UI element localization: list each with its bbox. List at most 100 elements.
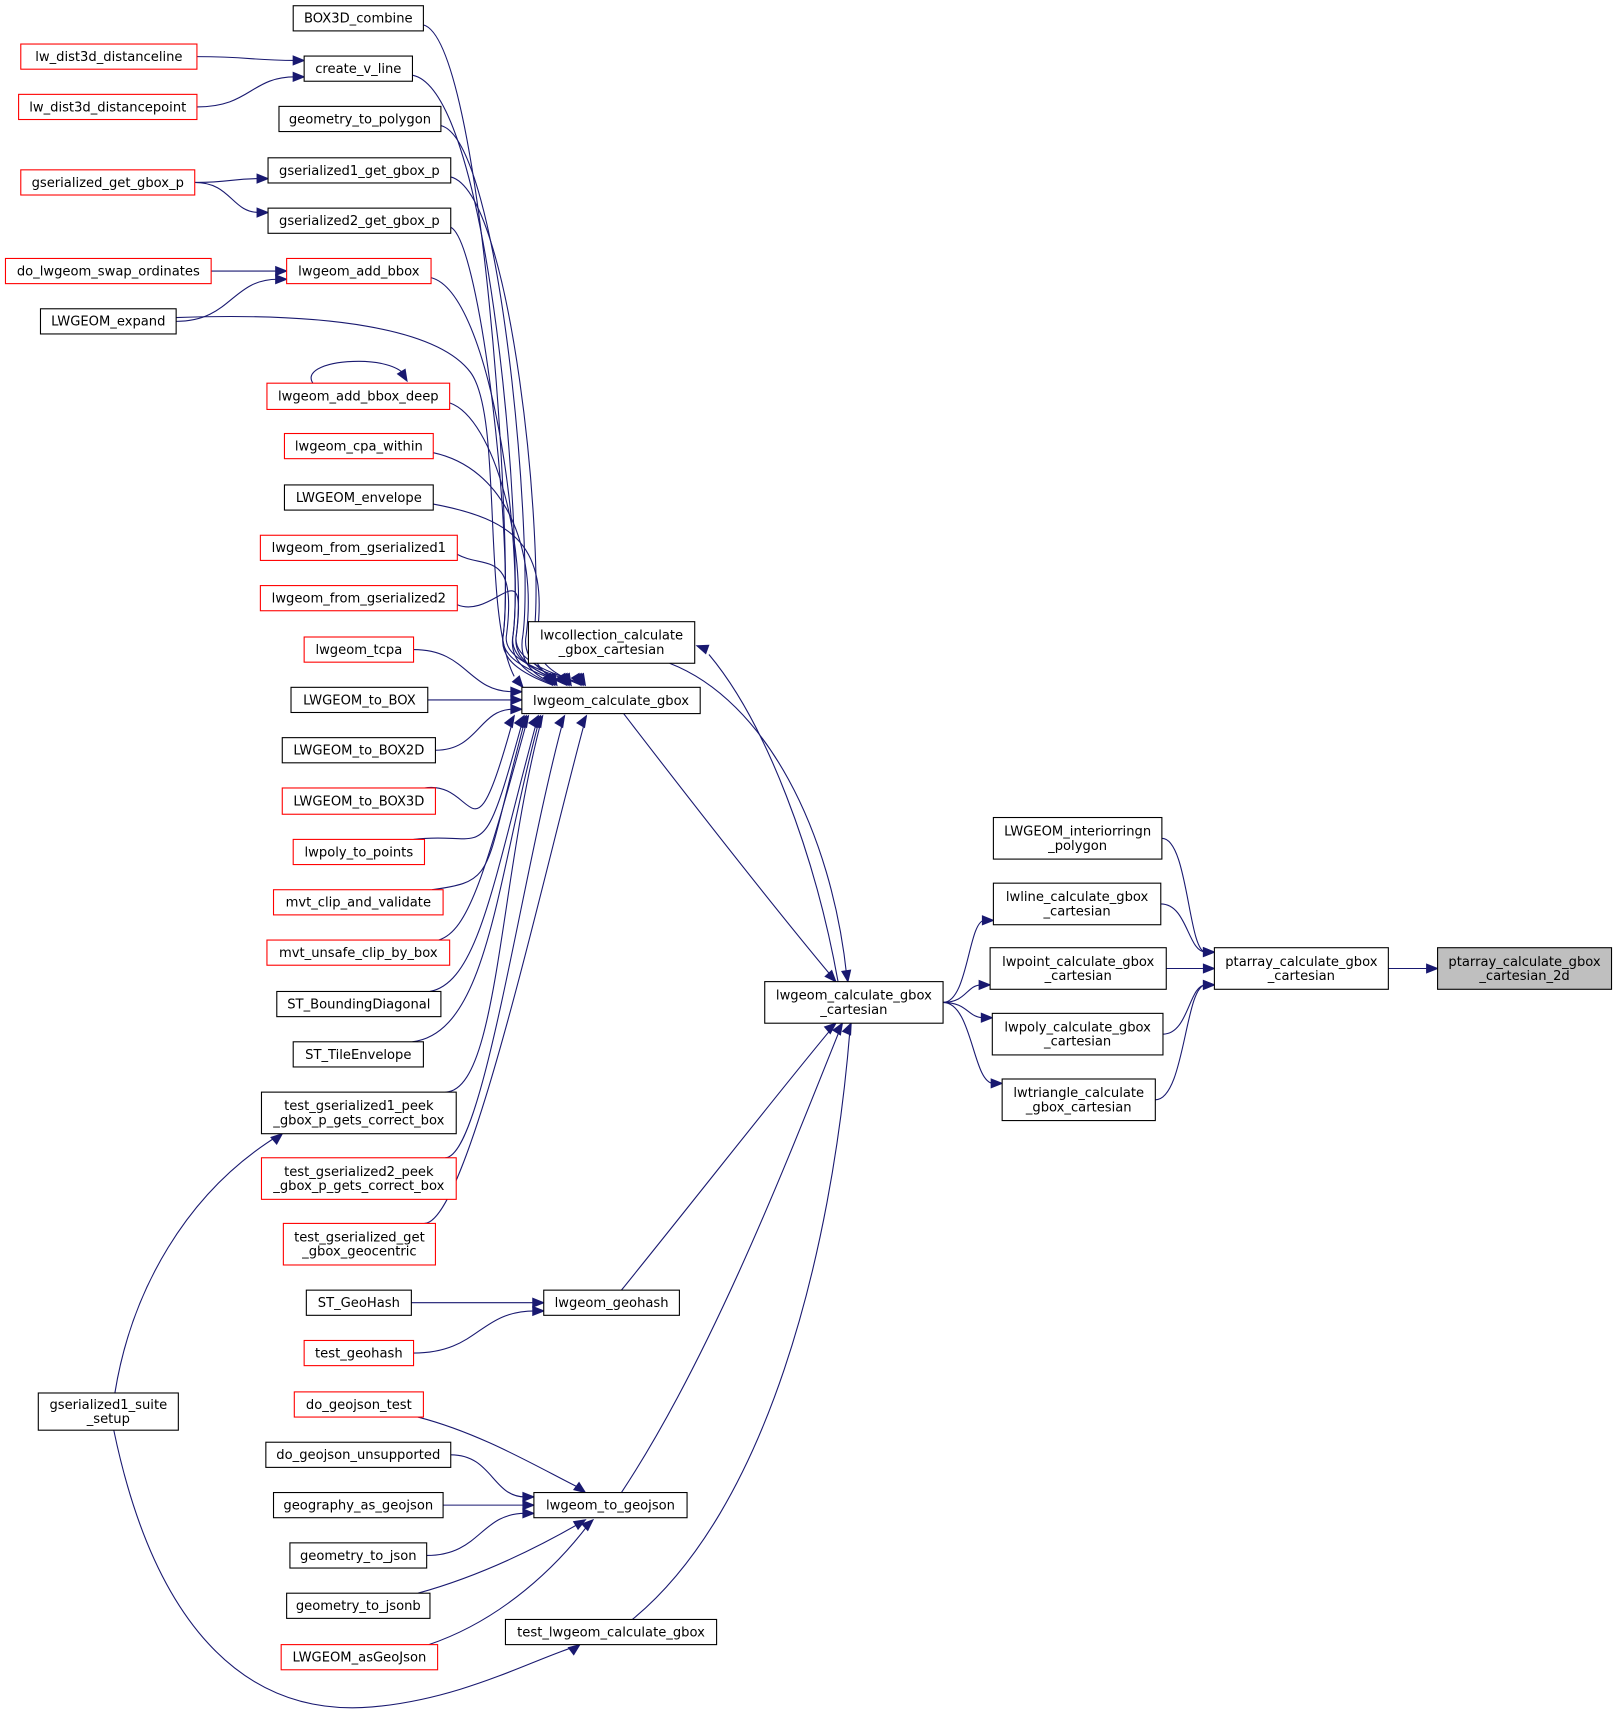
node-box[interactable] — [290, 686, 429, 714]
node-box[interactable] — [764, 981, 944, 1024]
node-box[interactable] — [289, 1542, 428, 1569]
node-box[interactable] — [292, 5, 424, 32]
node-lw-dist3d-distancepoint[interactable]: lw_dist3d_distancepoint — [18, 93, 198, 121]
node-lwgeom-to-box3d[interactable]: LWGEOM_to_BOX3D — [281, 787, 436, 815]
node-box[interactable] — [533, 1491, 688, 1519]
node-box[interactable] — [292, 1041, 424, 1068]
node-lwgeom-expand[interactable]: LWGEOM_expand — [39, 308, 177, 335]
node-lwgeom-from-gser2[interactable]: lwgeom_from_gserialized2 — [259, 585, 458, 612]
node-box[interactable] — [286, 1592, 431, 1619]
node-box[interactable] — [1213, 947, 1389, 990]
node-interiorringn[interactable]: LWGEOM_interiorringn_polygon — [992, 816, 1163, 860]
node-box[interactable] — [989, 947, 1167, 990]
node-do-lwgeom-swap-ordinates[interactable]: do_lwgeom_swap_ordinates — [4, 257, 212, 285]
node-lwgeom-cart[interactable]: lwgeom_calculate_gbox_cartesian — [764, 981, 944, 1024]
node-test-gser1-peek[interactable]: test_gserialized1_peek_gbox_p_gets_corre… — [260, 1091, 457, 1135]
node-st-boundingdiagonal[interactable]: ST_BoundingDiagonal — [276, 990, 442, 1018]
node-box[interactable] — [283, 432, 434, 460]
node-box[interactable] — [991, 1012, 1164, 1056]
node-create-v-line[interactable]: create_v_line — [303, 55, 414, 82]
node-box[interactable] — [303, 55, 414, 82]
node-box[interactable] — [305, 1289, 412, 1316]
node-test-lwgeom-calc[interactable]: test_lwgeom_calculate_gbox — [504, 1618, 718, 1646]
node-geometry-to-jsonb[interactable]: geometry_to_jsonb — [286, 1592, 431, 1619]
node-lwline[interactable]: lwline_calculate_gbox_cartesian — [992, 882, 1162, 926]
node-box[interactable] — [18, 93, 198, 121]
node-box[interactable] — [259, 585, 458, 612]
node-box[interactable] — [281, 737, 436, 764]
node-lwgeom-from-gser1[interactable]: lwgeom_from_gserialized1 — [259, 534, 458, 561]
node-box[interactable] — [259, 534, 458, 561]
node-mvt-clip-and-validate[interactable]: mvt_clip_and_validate — [272, 889, 444, 916]
node-gser-get-gbox-p[interactable]: gserialized_get_gbox_p — [20, 169, 196, 196]
node-box[interactable] — [20, 43, 198, 70]
node-box[interactable] — [303, 636, 415, 663]
node-box[interactable] — [292, 838, 426, 866]
node-geography-as-geojson[interactable]: geography_as_geojson — [272, 1491, 444, 1519]
node-box[interactable] — [272, 1491, 444, 1519]
node-box[interactable] — [37, 1392, 179, 1431]
node-test-gser-get-gbox-geocentric[interactable]: test_gserialized_get_gbox_geocentric — [282, 1222, 436, 1266]
node-mvt-unsafe-clip-by-box[interactable]: mvt_unsafe_clip_by_box — [266, 939, 451, 966]
node-box[interactable] — [267, 157, 452, 184]
node-lwgeom-asgeojson[interactable]: LWGEOM_asGeoJson — [280, 1644, 439, 1671]
node-lwgeom-to-box[interactable]: LWGEOM_to_BOX — [290, 686, 429, 714]
node-lwpoly-to-points[interactable]: lwpoly_to_points — [292, 838, 426, 866]
node-box[interactable] — [280, 1644, 439, 1671]
node-ptarray-cart[interactable]: ptarray_calculate_gbox_cartesian — [1213, 947, 1389, 990]
node-lwgeom-add-bbox-deep[interactable]: lwgeom_add_bbox_deep — [266, 382, 451, 410]
node-box[interactable] — [266, 382, 451, 410]
node-geometry-to-json[interactable]: geometry_to_json — [289, 1542, 428, 1569]
node-box[interactable] — [278, 105, 442, 133]
node-box[interactable] — [281, 787, 436, 815]
node-box[interactable] — [267, 207, 452, 234]
node-lwgeom-tcpa[interactable]: lwgeom_tcpa — [303, 636, 415, 663]
node-box[interactable] — [260, 1157, 457, 1200]
node-gser2-get-gbox-p[interactable]: gserialized2_get_gbox_p — [267, 207, 452, 234]
node-box[interactable] — [260, 1091, 457, 1135]
node-box[interactable] — [1001, 1078, 1156, 1122]
node-box[interactable] — [992, 816, 1163, 860]
node-box[interactable] — [283, 484, 434, 511]
node-box[interactable] — [293, 1391, 424, 1418]
node-box[interactable] — [504, 1618, 718, 1646]
node-geometry-to-polygon[interactable]: geometry_to_polygon — [278, 105, 442, 133]
node-box[interactable] — [521, 686, 701, 715]
node-box[interactable] — [992, 882, 1162, 926]
node-lwgeom-to-geojson[interactable]: lwgeom_to_geojson — [533, 1491, 688, 1519]
node-box[interactable] — [1437, 947, 1613, 990]
node-lwgeom-geohash[interactable]: lwgeom_geohash — [543, 1289, 680, 1316]
node-do-geojson-test[interactable]: do_geojson_test — [293, 1391, 424, 1418]
node-lw-dist3d-distanceline[interactable]: lw_dist3d_distanceline — [20, 43, 198, 70]
node-box[interactable] — [543, 1289, 680, 1316]
node-st-tileenvelope[interactable]: ST_TileEnvelope — [292, 1041, 424, 1068]
node-lwpoly[interactable]: lwpoly_calculate_gbox_cartesian — [991, 1012, 1164, 1056]
node-root[interactable]: ptarray_calculate_gbox_cartesian_2d — [1437, 947, 1613, 990]
node-do-geojson-unsupported[interactable]: do_geojson_unsupported — [265, 1441, 452, 1468]
node-box[interactable] — [276, 990, 442, 1018]
node-box3d-combine[interactable]: BOX3D_combine — [292, 5, 424, 32]
node-lwtriangle[interactable]: lwtriangle_calculate_gbox_cartesian — [1001, 1078, 1156, 1122]
node-lwgeom-calc[interactable]: lwgeom_calculate_gbox — [521, 686, 701, 715]
node-gser1-get-gbox-p[interactable]: gserialized1_get_gbox_p — [267, 157, 452, 184]
node-box[interactable] — [286, 257, 432, 285]
node-box[interactable] — [303, 1339, 415, 1367]
node-lwgeom-to-box2d[interactable]: LWGEOM_to_BOX2D — [281, 737, 436, 764]
node-lwgeom-cpa-within[interactable]: lwgeom_cpa_within — [283, 432, 434, 460]
node-test-geohash[interactable]: test_geohash — [303, 1339, 415, 1367]
node-test-gser2-peek[interactable]: test_gserialized2_peek_gbox_p_gets_corre… — [260, 1157, 457, 1200]
node-box[interactable] — [527, 621, 696, 664]
node-box[interactable] — [266, 939, 451, 966]
node-box[interactable] — [265, 1441, 452, 1468]
node-box[interactable] — [4, 257, 212, 285]
node-box[interactable] — [39, 308, 177, 335]
node-st-geohash[interactable]: ST_GeoHash — [305, 1289, 412, 1316]
node-lwpoint[interactable]: lwpoint_calculate_gbox_cartesian — [989, 947, 1167, 990]
node-box[interactable] — [20, 169, 196, 196]
node-box[interactable] — [282, 1222, 436, 1266]
node-lwgeom-add-bbox[interactable]: lwgeom_add_bbox — [286, 257, 432, 285]
node-lwgeom-envelope[interactable]: LWGEOM_envelope — [283, 484, 434, 511]
node-lwcollection[interactable]: lwcollection_calculate_gbox_cartesian — [527, 621, 696, 664]
node-box[interactable] — [272, 889, 444, 916]
node-gser1-suite-setup[interactable]: gserialized1_suite_setup — [37, 1392, 179, 1431]
